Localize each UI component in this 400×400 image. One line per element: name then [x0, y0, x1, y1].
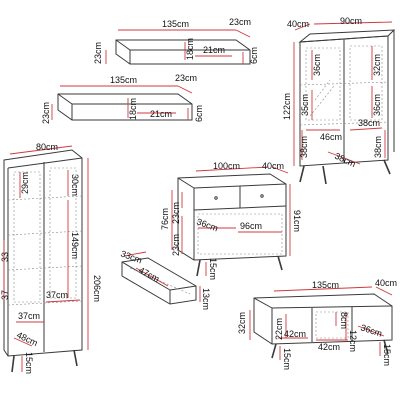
dim-label: 76cm [160, 208, 170, 230]
dim-label: 30cm [70, 174, 80, 196]
dim-label: 135cm [110, 75, 137, 85]
dim-label: 35cm [300, 94, 310, 116]
dim-label: 33 [0, 252, 10, 262]
dim-label: 135cm [162, 19, 189, 29]
dim-label: 18cm [185, 38, 195, 60]
dim-label: 91cm [292, 210, 302, 232]
dim-label: 40cm [375, 278, 397, 288]
dim-label: 6cm [249, 47, 259, 64]
dim-label: 38cm [299, 136, 309, 158]
shelf-bottom: 135cm 23cm 23cm 18cm 21cm 6cm [41, 73, 204, 124]
dim-label: 40cm [262, 161, 284, 171]
shelf-top: 135cm 23cm 23cm 18cm 21cm 6cm [93, 17, 259, 65]
dim-label: 90cm [340, 16, 362, 26]
dim-label: 46cm [320, 132, 342, 142]
dim-label: 15cm [382, 344, 392, 366]
dim-label: 22cm [274, 318, 284, 340]
dim-label: 40cm [287, 19, 309, 29]
dim-label: 80cm [36, 142, 58, 152]
dim-label: 38cm [358, 118, 380, 128]
dim-label: 23cm [229, 17, 251, 27]
dim-label: 206cm [92, 275, 102, 302]
dim-label: 6cm [194, 105, 204, 122]
dim-label: 36cm [312, 54, 322, 76]
tall-cabinet: 80cm 206cm 29cm 30cm 149cm 37cm 37cm 48c… [0, 142, 102, 374]
dim-label: 23cm [41, 102, 51, 124]
dim-label: 36cm [372, 94, 382, 116]
dim-label: 15cm [282, 348, 292, 370]
dim-label: 38cm [373, 136, 383, 158]
dresser-body [177, 173, 287, 261]
shelf-top-body [115, 39, 251, 65]
dim-label: 15cm [24, 352, 34, 374]
dim-label: 42cm [318, 342, 340, 352]
dim-label: 23cm [93, 42, 103, 64]
dim-label: 29cm [20, 172, 30, 194]
dim-label: 21cm [150, 109, 172, 119]
dresser: 100cm 40cm 91cm 76cm 23cm 23cm 96cm 36cm… [160, 161, 302, 280]
dim-label: 13cm [201, 288, 211, 310]
dim-label: 37 [0, 290, 10, 300]
dim-label: 15cm [208, 258, 218, 280]
dim-label: 32cm [372, 54, 382, 76]
dim-label: 8cm [339, 312, 349, 329]
drawer: 33cm 47cm 13cm [119, 248, 211, 310]
dim-label: 32cm [237, 312, 247, 334]
dim-label: 23cm [171, 202, 181, 224]
dim-label: 37cm [18, 311, 40, 321]
dim-label: 149cm [70, 232, 80, 259]
dim-label: 122cm [282, 93, 292, 120]
dim-label: 100cm [213, 161, 240, 171]
dim-label: 12cm [348, 330, 358, 352]
dim-label: 37cm [46, 290, 68, 300]
dim-label: 135cm [312, 280, 339, 290]
dim-label: 23cm [175, 73, 197, 83]
dim-label: 23cm [171, 234, 181, 256]
dim-label: 42cm [284, 329, 306, 339]
dim-label: 96cm [240, 221, 262, 231]
shelf-bottom-body [57, 93, 193, 121]
dim-label: 21cm [203, 45, 225, 55]
vitrine: 40cm 90cm 122cm 36cm 32cm 35cm 36cm 46cm… [282, 16, 396, 185]
tv-stand: 135cm 40cm 32cm 22cm 8cm 12cm 42cm 42cm … [237, 278, 397, 370]
tall-cabinet-body [3, 149, 83, 357]
dim-label: 18cm [128, 98, 138, 120]
